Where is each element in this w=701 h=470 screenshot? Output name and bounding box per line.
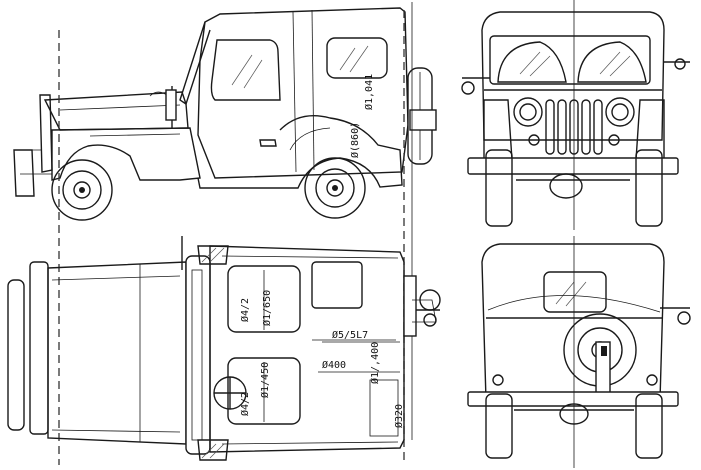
- front-view: [461, 0, 690, 230]
- top-rear-corner-dim: Ø320: [393, 404, 405, 428]
- top-cargo-side-dim: Ø1/,400: [369, 342, 381, 384]
- rear-view: [467, 236, 691, 468]
- top-cargo-upper-dim: Ø5/5L7: [332, 329, 368, 341]
- side-view: Ø1,041 Ø(860): [13, 7, 437, 221]
- top-cargo-mid-dim: Ø400: [322, 359, 346, 371]
- side-seat-dim: Ø(860): [349, 122, 361, 158]
- top-seat-rear-right-dim: Ø1/450: [259, 362, 271, 398]
- top-seat-front-right-dim: Ø1/650: [261, 290, 273, 326]
- side-height-dim: Ø1,041: [363, 74, 375, 110]
- top-seat-rear-left-dim: Ø4/2: [239, 392, 251, 416]
- top-seat-front-left-dim: Ø4/2: [239, 298, 251, 322]
- top-view: Ø4/2 Ø1/650 Ø5/5L7 Ø400 Ø1/,400 Ø4/2 Ø1/…: [7, 236, 441, 461]
